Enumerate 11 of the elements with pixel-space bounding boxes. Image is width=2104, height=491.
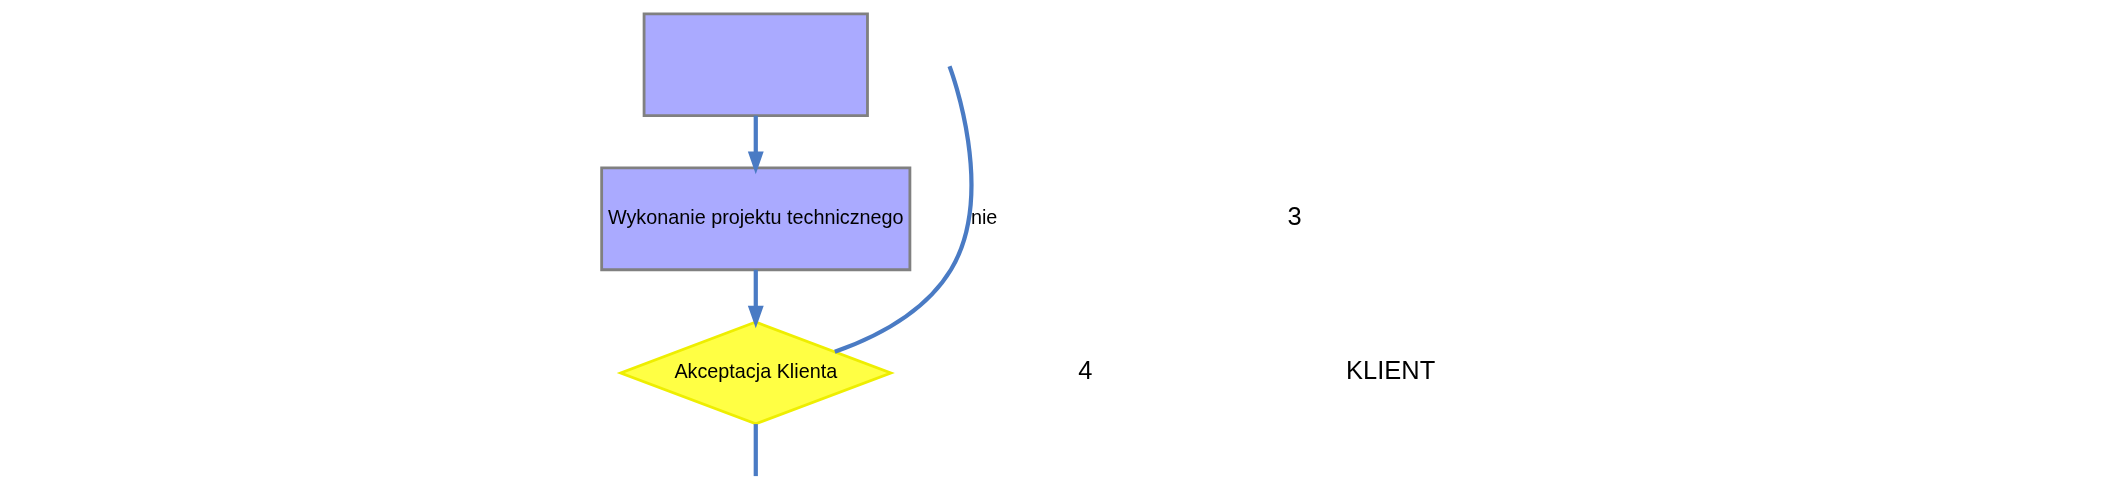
connector xyxy=(834,65,974,354)
arrow xyxy=(747,115,764,175)
node-box: Wykonanie projektu technicznego xyxy=(600,166,912,272)
label: 3 xyxy=(1287,202,1302,231)
node-box xyxy=(642,12,869,118)
connector xyxy=(753,424,758,477)
edge-label: nie xyxy=(970,206,998,229)
label: KLIENT xyxy=(1346,356,1436,385)
node-diamond: Akceptacja Klienta xyxy=(616,320,895,426)
arrow xyxy=(747,269,764,329)
label: 4 xyxy=(1078,356,1093,385)
